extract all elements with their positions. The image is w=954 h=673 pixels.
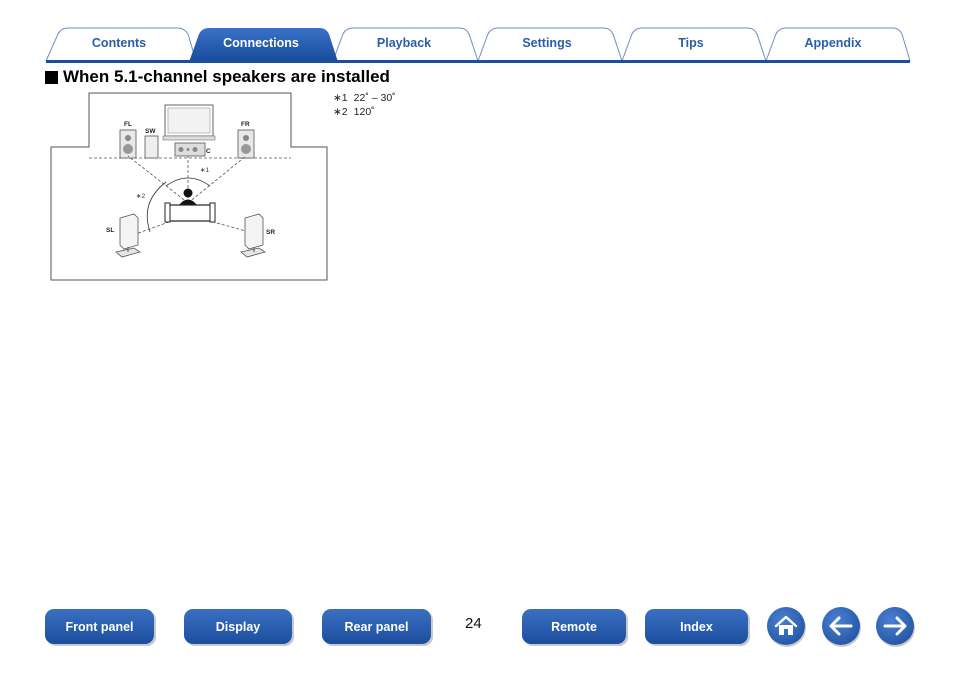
sw-speaker-icon bbox=[144, 135, 159, 159]
forward-button[interactable] bbox=[876, 607, 914, 645]
arrow-right-icon bbox=[883, 616, 907, 636]
label-note1: ∗1 bbox=[200, 167, 209, 174]
angle-notes: ∗1 22˚ – 30˚ ∗2 120˚ bbox=[333, 91, 396, 119]
tab-contents[interactable]: Contents bbox=[91, 36, 147, 50]
center-speaker-icon bbox=[174, 142, 206, 157]
note-mark: ∗1 bbox=[333, 92, 348, 104]
index-button[interactable]: Index bbox=[645, 609, 748, 644]
tab-shapes bbox=[45, 27, 911, 63]
tv-icon bbox=[162, 104, 216, 141]
label-sw: SW bbox=[145, 128, 156, 135]
note-text: 22˚ – 30˚ bbox=[353, 92, 396, 104]
home-icon bbox=[774, 615, 798, 635]
section-heading: When 5.1-channel speakers are installed bbox=[45, 67, 390, 87]
label-fl: FL bbox=[124, 121, 132, 128]
label-c: C bbox=[206, 148, 211, 155]
page-number: 24 bbox=[465, 615, 482, 632]
tab-appendix[interactable]: Appendix bbox=[804, 36, 862, 50]
square-bullet-icon bbox=[45, 70, 58, 84]
fr-speaker-icon bbox=[237, 129, 255, 159]
note-mark: ∗2 bbox=[333, 106, 348, 118]
label-sl: SL bbox=[106, 227, 114, 234]
tab-connections[interactable]: Connections bbox=[223, 36, 299, 50]
rear-panel-button[interactable]: Rear panel bbox=[322, 609, 431, 644]
remote-button[interactable]: Remote bbox=[522, 609, 626, 644]
listener-icon bbox=[164, 188, 216, 223]
tab-bar: Contents Connections Playback Settings T… bbox=[0, 0, 954, 64]
angle-arcs bbox=[146, 177, 211, 233]
note-row: ∗2 120˚ bbox=[333, 105, 396, 119]
front-panel-button[interactable]: Front panel bbox=[45, 609, 154, 644]
sr-speaker-icon bbox=[240, 213, 266, 258]
fl-speaker-icon bbox=[119, 129, 137, 159]
room-outline bbox=[50, 92, 328, 281]
speaker-layout-diagram: C FL SW FR ∗1 ∗2 bbox=[50, 92, 328, 281]
label-note2: ∗2 bbox=[136, 193, 145, 200]
tab-tips[interactable]: Tips bbox=[678, 36, 704, 50]
note-row: ∗1 22˚ – 30˚ bbox=[333, 91, 396, 105]
label-fr: FR bbox=[241, 121, 250, 128]
tab-settings[interactable]: Settings bbox=[522, 36, 572, 50]
sl-speaker-icon bbox=[115, 213, 141, 258]
note-text: 120˚ bbox=[353, 106, 375, 118]
arrow-left-icon bbox=[829, 616, 853, 636]
section-heading-text: When 5.1-channel speakers are installed bbox=[63, 67, 390, 86]
home-button[interactable] bbox=[767, 607, 805, 645]
label-sr: SR bbox=[266, 229, 275, 236]
display-button[interactable]: Display bbox=[184, 609, 292, 644]
tab-playback[interactable]: Playback bbox=[376, 36, 432, 50]
back-button[interactable] bbox=[822, 607, 860, 645]
